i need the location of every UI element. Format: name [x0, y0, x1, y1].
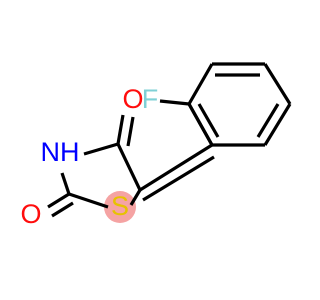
- bond-ar4-ar5: [263, 103, 292, 146]
- bond-c5-ch: [139, 143, 213, 192]
- aromatic-inner-3: [197, 103, 220, 138]
- bond-ar3-ar4: [263, 63, 292, 105]
- sulfur-label: S: [111, 191, 129, 221]
- bond-c4-o-top-double: [126, 116, 135, 147]
- molecule-structure-canvas: F O NH O S: [20, 62, 292, 230]
- bond-c2-n: [60, 172, 71, 195]
- bond-c4-o-top: [116, 114, 125, 145]
- bond-ar1-ar2: [187, 63, 214, 105]
- bond-ar-f: [159, 99, 190, 106]
- bond-c2-o-left: [47, 192, 70, 209]
- bond-c4-c5: [116, 143, 142, 191]
- nitrogen-hydrogen-label: NH: [41, 137, 80, 167]
- oxygen-left-label: O: [20, 199, 41, 229]
- bond-ar6-ar1: [187, 103, 214, 146]
- bond-n-c4: [83, 142, 119, 156]
- bond-c5-ch-double: [142, 155, 215, 202]
- bond-c5-s: [129, 189, 142, 206]
- bond-c2-o-left-double: [51, 201, 74, 218]
- bond-s-c2: [68, 192, 109, 209]
- sulfur-highlight: [104, 191, 136, 223]
- oxygen-top-label: O: [122, 84, 143, 114]
- aromatic-inner-2: [256, 103, 280, 138]
- fluorine-label: F: [142, 84, 159, 114]
